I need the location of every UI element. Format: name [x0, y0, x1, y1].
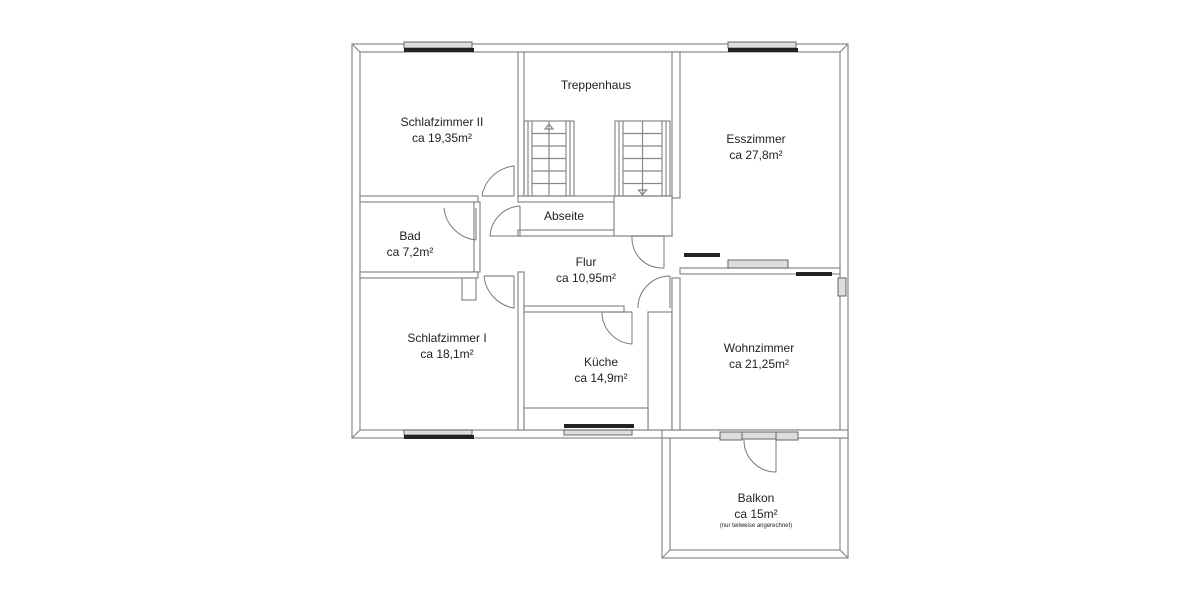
room-area: ca 7,2m²	[386, 245, 434, 259]
room-name: Schlafzimmer II	[400, 115, 484, 129]
stair-line	[543, 123, 555, 130]
room-area: ca 10,95m²	[555, 271, 617, 285]
room-label-treppenhaus: Treppenhaus	[561, 77, 631, 93]
room-area: ca 18,1m²	[420, 347, 474, 361]
room-label-balkon: Balkon ca 15m² (nur teilweise angerechnet)	[720, 490, 792, 530]
room-label-flur: Flur ca 10,95m²	[556, 254, 616, 286]
room-area: ca 14,9m²	[574, 371, 628, 385]
windows	[403, 41, 847, 441]
room-name: Abseite	[543, 209, 585, 223]
room-area: ca 27,8m²	[729, 148, 783, 162]
room-note: (nur teilweise angerechnet)	[719, 523, 793, 529]
room-label-schlafzimmer-i: Schlafzimmer I ca 18,1m²	[407, 330, 486, 362]
room-name: Wohnzimmer	[723, 341, 795, 355]
room-label-kueche: Küche ca 14,9m²	[574, 354, 627, 386]
outer-walls	[351, 43, 849, 439]
room-name: Küche	[583, 355, 619, 369]
room-area: ca 19,35m²	[411, 131, 473, 145]
room-name: Balkon	[737, 491, 775, 505]
doors	[443, 165, 777, 473]
room-label-wohnzimmer: Wohnzimmer ca 21,25m²	[724, 340, 794, 372]
room-label-abseite: Abseite	[544, 208, 584, 224]
room-name: Flur	[575, 255, 597, 269]
room-label-esszimmer: Esszimmer ca 27,8m²	[726, 131, 785, 163]
room-name: Schlafzimmer I	[407, 331, 487, 345]
room-area: ca 15m²	[734, 507, 778, 521]
room-label-bad: Bad ca 7,2m²	[387, 228, 434, 260]
room-name: Treppenhaus	[560, 78, 632, 92]
room-label-schlafzimmer-ii: Schlafzimmer II ca 19,35m²	[401, 114, 484, 146]
stair-line	[637, 189, 648, 196]
balcony-walls	[661, 429, 849, 559]
room-name: Bad	[399, 229, 421, 243]
room-name: Esszimmer	[726, 132, 786, 146]
room-area: ca 21,25m²	[728, 357, 790, 371]
stairs-up	[523, 120, 575, 197]
stairs-down	[614, 120, 671, 197]
